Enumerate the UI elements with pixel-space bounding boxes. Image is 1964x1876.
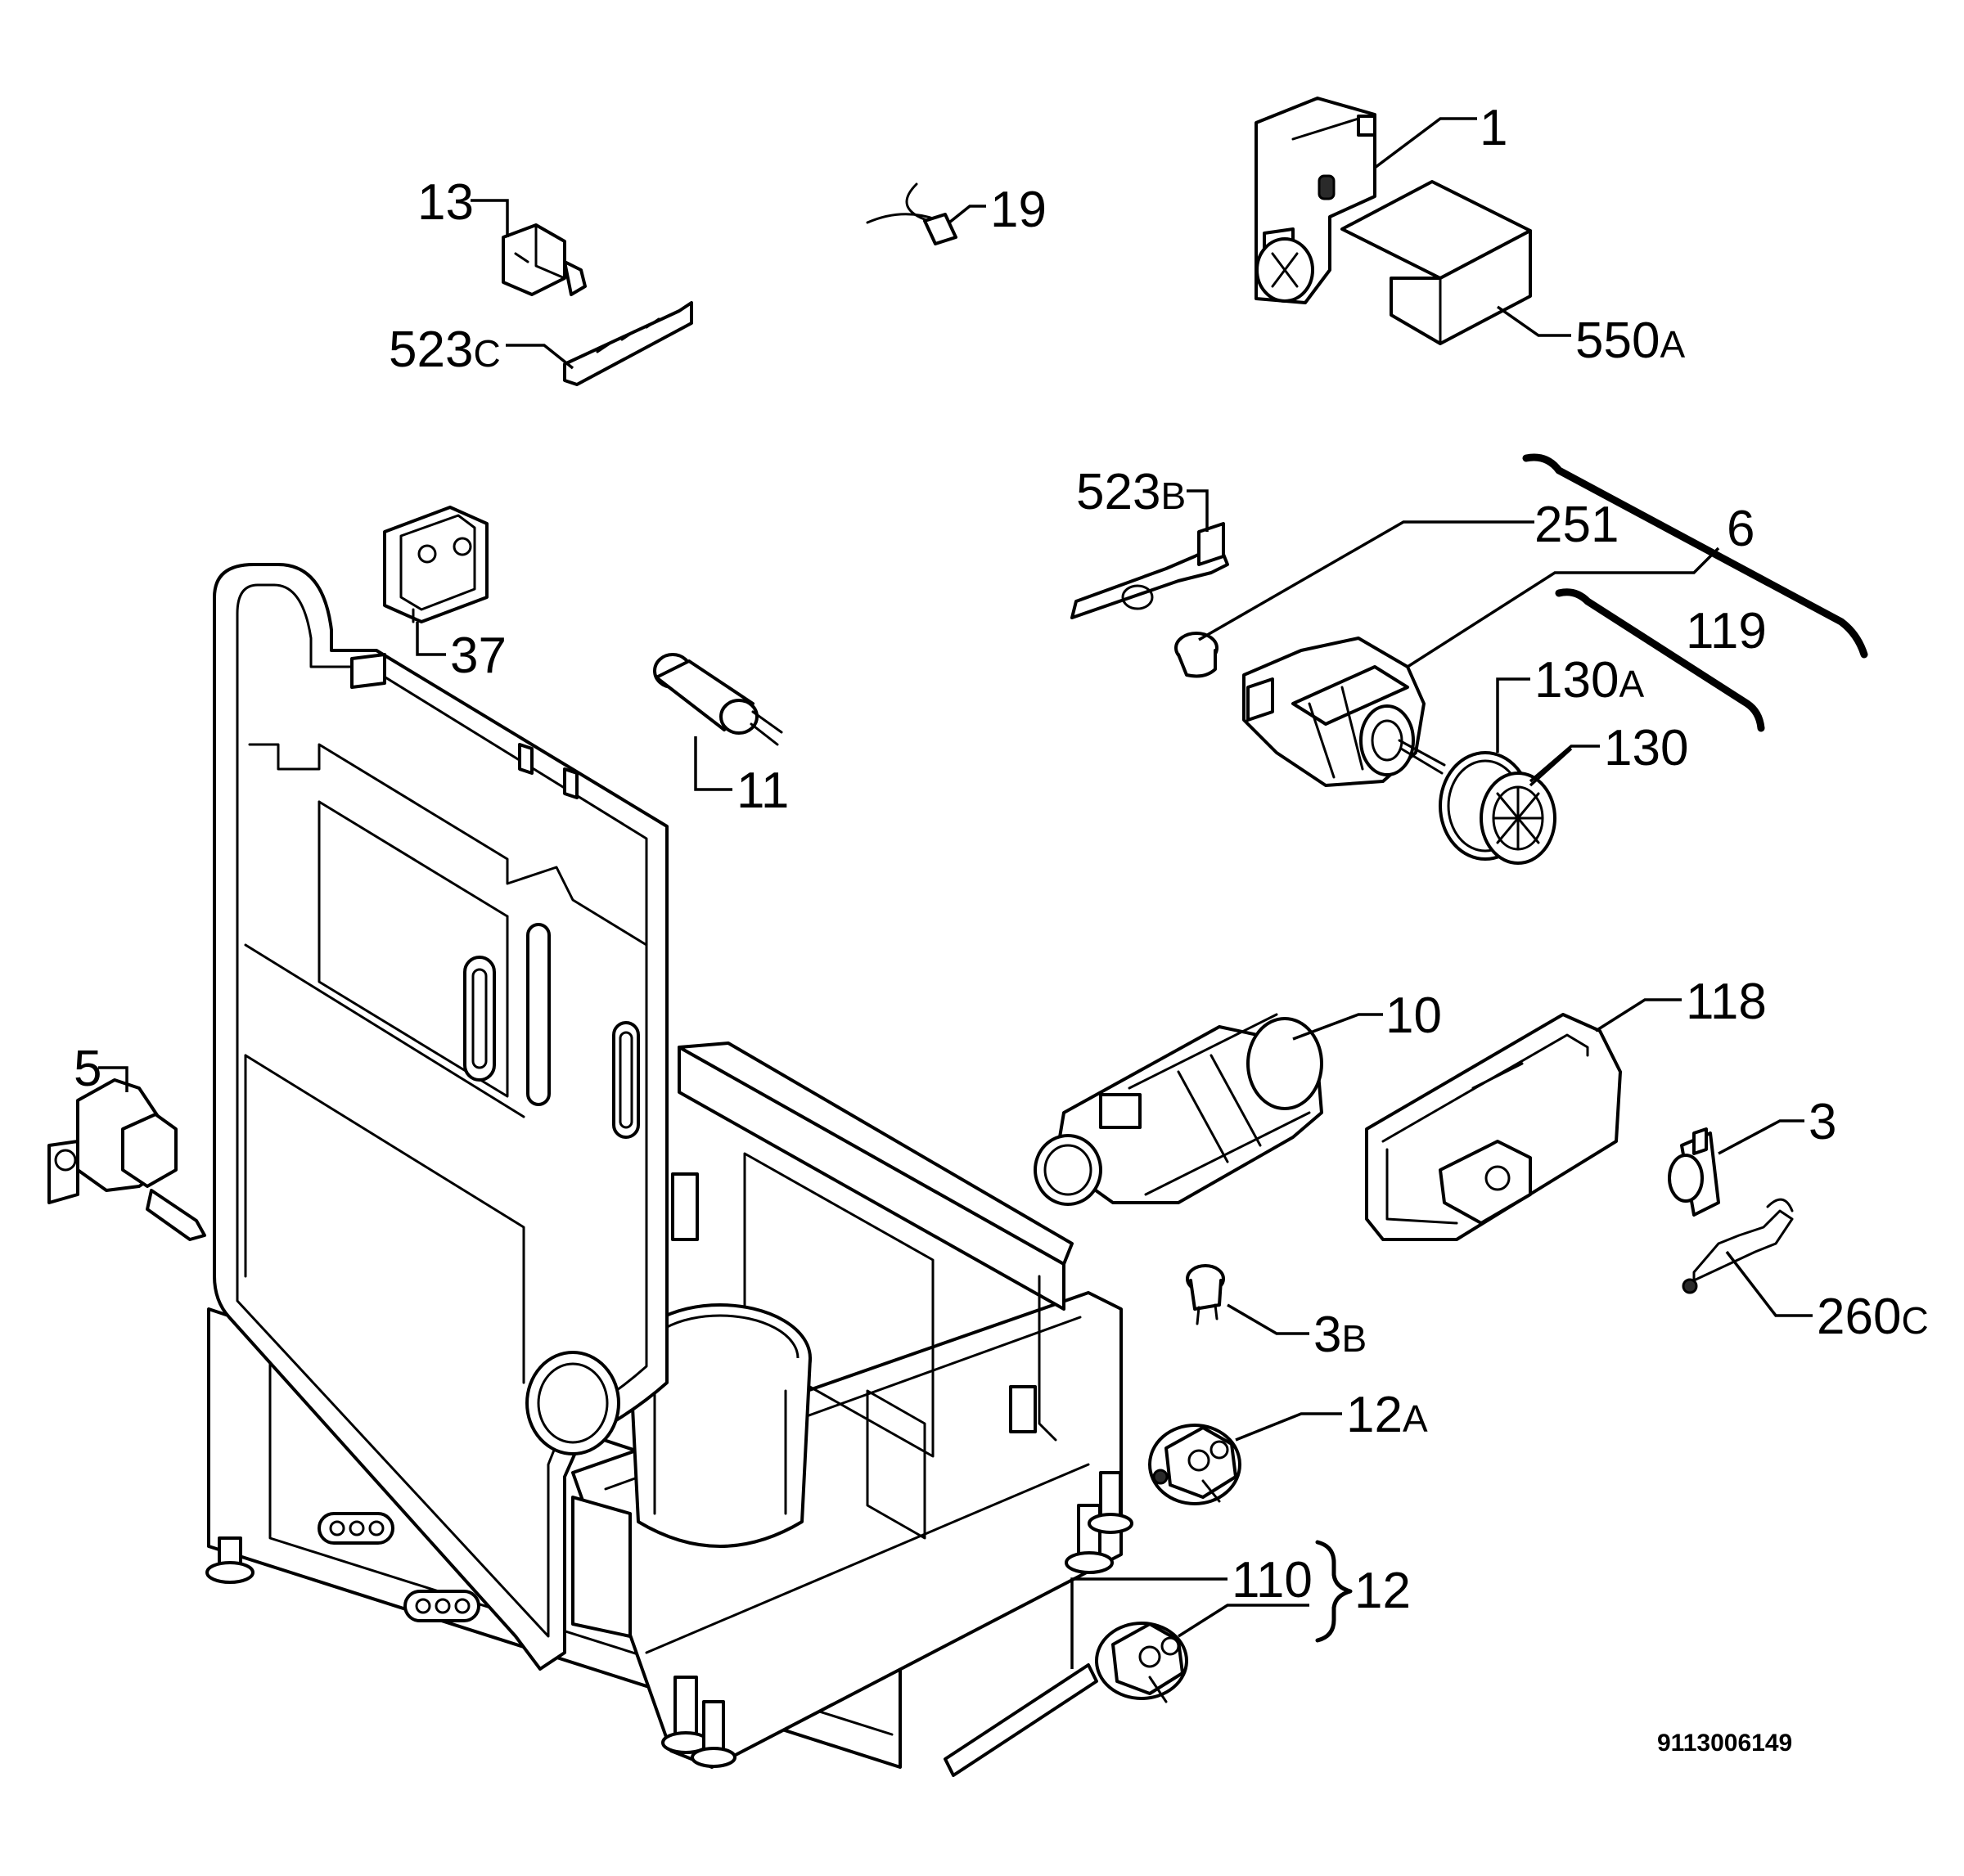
group-brace-12 — [1315, 1540, 1353, 1643]
base-slots — [318, 1512, 480, 1622]
callout-550a: 550A — [1575, 313, 1685, 369]
callout-19: 19 — [990, 182, 1047, 238]
leader-lines — [98, 117, 1813, 1669]
callout-11: 11 — [736, 763, 789, 819]
dispenser-part — [1365, 1013, 1622, 1241]
callout-12a: 12A — [1346, 1387, 1428, 1443]
callout-130a: 130A — [1534, 652, 1644, 709]
document-number: 9113006149 — [1657, 1730, 1792, 1757]
callout-13: 13 — [417, 174, 474, 231]
filter-part — [383, 506, 489, 623]
heater-part — [1034, 1013, 1323, 1206]
clip-part — [1682, 1198, 1794, 1294]
callout-3: 3 — [1809, 1094, 1836, 1150]
switch-part — [502, 223, 587, 296]
control-box-part — [1340, 180, 1532, 345]
callout-118: 118 — [1686, 974, 1767, 1030]
inlet-valve-part — [47, 1078, 206, 1241]
frame-feet — [205, 1471, 1133, 1768]
callout-523c: 523C — [389, 322, 501, 378]
seal-part — [1174, 632, 1218, 678]
programmer-timer-part — [1255, 97, 1376, 304]
callout-119: 119 — [1686, 603, 1767, 659]
callout-130: 130 — [1604, 720, 1688, 776]
impeller-part — [1439, 751, 1556, 865]
callout-1: 1 — [1480, 100, 1507, 156]
group-brace-119 — [1555, 588, 1765, 732]
thermostat-part — [1186, 1264, 1225, 1325]
circulation-pump-motor — [1242, 637, 1446, 787]
callout-260c: 260C — [1817, 1289, 1929, 1345]
group-brace-6 — [1522, 453, 1868, 659]
capacitor-part — [653, 653, 783, 746]
callout-523b: 523B — [1076, 464, 1186, 520]
callout-labels: 1 550A 13 19 523C 523B 251 6 119 130A 13… — [74, 100, 1929, 1757]
callout-12: 12 — [1354, 1563, 1411, 1619]
callout-251: 251 — [1534, 497, 1619, 553]
thermistor-part-b — [944, 1622, 1188, 1777]
pump-bracket-part — [1070, 522, 1229, 619]
callout-37: 37 — [450, 628, 507, 684]
cabinet-frame — [205, 563, 1133, 1769]
thermistor-part-a — [1148, 1424, 1241, 1505]
callout-6: 6 — [1727, 501, 1755, 557]
callout-5: 5 — [74, 1041, 101, 1097]
bracket-part — [563, 301, 693, 386]
callout-110: 110 — [1232, 1552, 1313, 1608]
callout-3b: 3B — [1313, 1307, 1367, 1363]
callout-10: 10 — [1385, 987, 1442, 1044]
sensor-part — [866, 182, 957, 245]
level-sensor-part — [1668, 1127, 1720, 1217]
